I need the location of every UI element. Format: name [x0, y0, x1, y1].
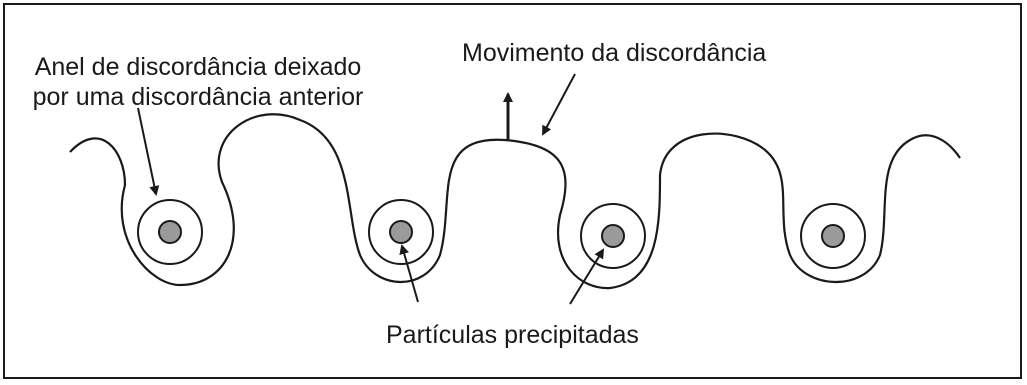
dislocation-loop-label: Anel de discordância deixado por uma dis… [18, 52, 378, 112]
dislocation-loop [368, 199, 434, 265]
particle [389, 220, 413, 244]
dislocation-loop [580, 203, 646, 269]
dislocation-loop [137, 199, 203, 265]
precipitated-particles-label: Partículas precipitadas [386, 321, 639, 349]
particle-group-2 [368, 199, 434, 265]
motion-pointer-arrow [542, 73, 576, 136]
particle [158, 220, 182, 244]
dislocation-line [69, 113, 961, 290]
dislocation-loop [800, 203, 866, 269]
dislocation-motion-label: Movimento da discordância [462, 39, 767, 67]
particle [601, 224, 625, 248]
particle-pointer-arrow-2 [569, 248, 605, 305]
particle-group-1 [137, 199, 203, 265]
particle-group-3 [580, 203, 646, 269]
particle-group-4 [800, 203, 866, 269]
particle-pointer-arrow-1 [399, 244, 419, 303]
dislocation-loop-label-line-2: por uma discordância anterior [32, 83, 364, 111]
dislocation-loop-label-line-1: Anel de discordância deixado [34, 53, 362, 81]
loop-pointer-arrow [137, 107, 160, 196]
particle [821, 224, 845, 248]
diagram-frame [3, 3, 1022, 379]
